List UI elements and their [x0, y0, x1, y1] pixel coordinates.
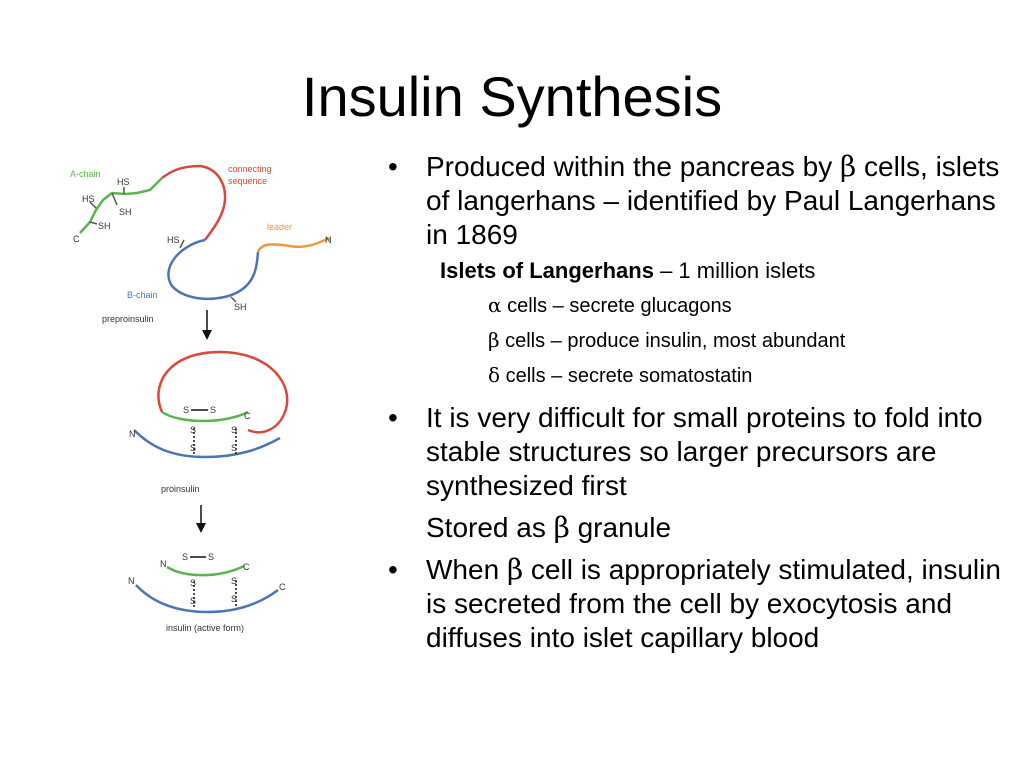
islets-bold: Islets of Langerhans: [440, 258, 654, 283]
s-label: S: [231, 594, 237, 604]
c-terminus-label: C: [243, 562, 250, 572]
bullet-1-text-cont: cells, islets of langerhans – identified…: [426, 151, 1000, 250]
islets-rest: – 1 million islets: [653, 258, 816, 283]
s-label: S: [231, 576, 237, 586]
s-label: S: [210, 405, 216, 415]
alpha-cells-text: cells – secrete glucagons: [501, 295, 732, 317]
bullet-list: • Produced within the pancreas by β cells…: [388, 150, 1018, 655]
c-terminus-label: C: [73, 234, 80, 244]
insulin-diagram: S S S S S S N C N C insulin (active form…: [128, 552, 286, 633]
delta-cells-text: cells – secrete somatostatin: [500, 365, 753, 387]
proinsulin-caption: proinsulin: [161, 484, 200, 494]
stored-line: Stored as β granule: [388, 511, 1018, 545]
proinsulin-diagram: S S S S S S N C proinsulin: [129, 350, 289, 494]
beta-symbol: β: [488, 328, 500, 352]
hs-label: HS: [117, 177, 130, 187]
s-label: S: [190, 425, 196, 435]
s-label: S: [190, 443, 196, 453]
b-chain-line: [133, 429, 281, 459]
hs-label: HS: [167, 235, 180, 245]
insulin-caption: insulin (active form): [166, 623, 244, 633]
bullet-3-text-cont: cell is appropriately stimulated, insuli…: [426, 554, 1001, 653]
arrow-2: [196, 505, 206, 533]
n-terminus-label: N: [128, 576, 135, 586]
preproinsulin-diagram: A-chain connecting sequence leader B-cha…: [70, 164, 332, 324]
b-chain-label: B-chain: [127, 290, 158, 300]
connecting-label: connecting: [228, 164, 272, 174]
insulin-synthesis-diagram: A-chain connecting sequence leader B-cha…: [70, 164, 332, 633]
bullet-1: • Produced within the pancreas by β cells…: [388, 150, 1018, 252]
stored-text: Stored as: [426, 512, 554, 543]
hs-label: HS: [82, 194, 95, 204]
bullet-2-text: It is very difficult for small proteins …: [426, 402, 983, 501]
islets-subheading: Islets of Langerhans – 1 million islets: [440, 256, 1018, 286]
slide-title: Insulin Synthesis: [301, 65, 723, 128]
bond-tick: [179, 239, 185, 249]
alpha-cells-item: α cells – secrete glucagons: [488, 288, 1018, 323]
b-chain-line: [135, 584, 279, 614]
s-label: S: [183, 405, 189, 415]
beta-symbol: β: [840, 150, 857, 183]
alpha-symbol: α: [488, 293, 502, 317]
bullet-marker: •: [388, 402, 398, 433]
beta-symbol: β: [506, 553, 524, 586]
delta-cells-item: δ cells – secrete somatostatin: [488, 358, 1018, 393]
n-terminus-label: N: [325, 235, 332, 245]
sequence-label: sequence: [228, 176, 267, 186]
s-label: S: [231, 425, 237, 435]
sh-label: SH: [234, 302, 247, 312]
c-terminus-label: C: [244, 411, 251, 421]
bond-tick: [230, 296, 237, 303]
s-label: S: [190, 578, 196, 588]
s-label: S: [231, 443, 237, 453]
a-chain-line: [166, 564, 245, 577]
bullet-1-text: Produced within the pancreas by: [426, 151, 841, 182]
beta-cells-item: β cells – produce insulin, most abundant: [488, 323, 1018, 358]
a-chain-line: [161, 410, 249, 423]
connecting-sequence-loop: [157, 350, 289, 434]
leader-line: [256, 236, 331, 253]
sh-label: SH: [98, 221, 111, 231]
bond-tick: [89, 201, 97, 209]
s-label: S: [182, 552, 188, 562]
bullet-marker: •: [388, 554, 398, 585]
s-label: S: [190, 596, 196, 606]
delta-symbol: δ: [488, 363, 501, 387]
bond-tick: [89, 221, 98, 225]
bullet-marker: •: [388, 151, 398, 182]
bullet-2: • It is very difficult for small proteins…: [388, 401, 1018, 503]
preproinsulin-caption: preproinsulin: [102, 314, 154, 324]
stored-text-cont: granule: [569, 512, 672, 543]
connecting-sequence-line: [161, 164, 227, 241]
beta-symbol: β: [553, 511, 570, 544]
s-label: S: [208, 552, 214, 562]
beta-cells-text: cells – produce insulin, most abundant: [499, 330, 846, 352]
c-terminus-label: C: [279, 582, 286, 592]
n-terminus-label: N: [129, 429, 136, 439]
sh-label: SH: [119, 207, 132, 217]
n-terminus-label: N: [160, 559, 167, 569]
bullet-3: • When β cell is appropriately stimulated…: [388, 553, 1018, 655]
bond-tick: [111, 192, 118, 206]
bullet-3-text: When: [426, 554, 507, 585]
leader-label: leader: [267, 222, 292, 232]
a-chain-label: A-chain: [70, 169, 101, 179]
b-chain-line: [167, 238, 260, 301]
arrow-1: [202, 310, 212, 340]
